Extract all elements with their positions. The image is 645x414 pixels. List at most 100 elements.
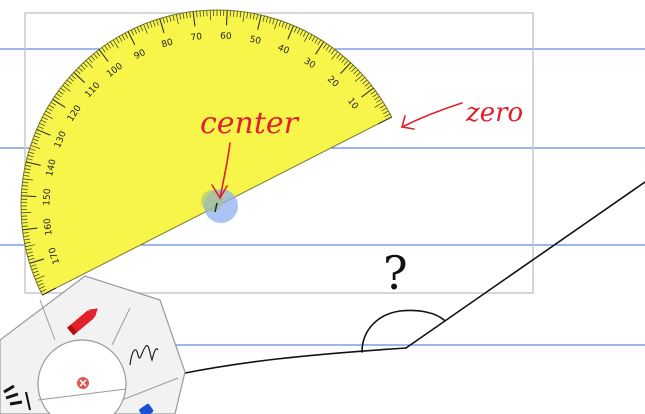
protractor-tick xyxy=(22,181,29,184)
protractor-tick xyxy=(60,87,66,92)
protractor-tick xyxy=(36,279,43,283)
protractor-tick xyxy=(189,11,191,18)
protractor[interactable]: 1020304050607080901001101201301401501601… xyxy=(20,9,393,296)
protractor-tick xyxy=(355,72,361,77)
protractor-tick xyxy=(118,36,123,42)
protractor-tick xyxy=(322,43,327,49)
protractor-tick-label: 170 xyxy=(48,246,63,266)
protractor-tick-label: 70 xyxy=(190,32,203,43)
protractor-tick-label: 40 xyxy=(276,43,291,57)
protractor-tick xyxy=(233,10,235,17)
protractor-tick xyxy=(374,101,384,108)
eraser-icon[interactable] xyxy=(3,384,31,411)
pen-radial-menu[interactable] xyxy=(0,275,186,414)
protractor-tick xyxy=(140,25,144,32)
protractor-tick xyxy=(351,67,356,72)
protractor-tick xyxy=(98,49,109,62)
center-marker[interactable] xyxy=(201,189,238,223)
protractor-body[interactable] xyxy=(20,9,393,296)
protractor-tick xyxy=(107,43,112,49)
protractor-tick-label: 90 xyxy=(133,48,148,62)
protractor-tick xyxy=(192,11,196,27)
squiggle-icon[interactable] xyxy=(129,344,159,366)
protractor-tick xyxy=(109,41,114,47)
close-icon[interactable] xyxy=(77,377,89,389)
protractor-ticks xyxy=(21,10,392,296)
protractor-tick xyxy=(278,20,282,27)
protractor-tick xyxy=(73,71,86,83)
protractor-tick xyxy=(360,77,366,82)
protractor-tick xyxy=(24,241,31,244)
protractor-tick xyxy=(328,47,333,53)
pen-menu-divider xyxy=(121,377,179,401)
center-tick xyxy=(214,202,218,213)
protractor-tick xyxy=(185,12,188,19)
protractor-tick xyxy=(23,238,30,241)
protractor-tick xyxy=(31,267,38,271)
protractor-tick-label: 150 xyxy=(42,188,53,206)
protractor-tick xyxy=(376,98,382,103)
protractor-tick xyxy=(159,18,165,34)
protractor-tick xyxy=(25,161,41,166)
protractor-tick xyxy=(37,282,44,287)
protractor-tick xyxy=(22,232,29,234)
pen-menu-hub xyxy=(37,339,127,414)
protractor-tick xyxy=(66,79,72,85)
protractor-tick xyxy=(31,141,38,145)
protractor-tick xyxy=(136,26,141,33)
protractor-tick xyxy=(62,85,71,92)
protractor-tick xyxy=(37,125,44,130)
protractor-tick xyxy=(331,51,338,60)
protractor-tick xyxy=(28,151,35,154)
protractor-tick xyxy=(353,69,359,75)
protractor-tick xyxy=(374,96,380,101)
protractor-tick xyxy=(370,90,376,95)
protractor-tick xyxy=(23,235,30,238)
center-dot-shade xyxy=(201,190,223,212)
protractor-tick xyxy=(272,18,275,25)
protractor-tick xyxy=(85,60,93,69)
protractor-tick xyxy=(47,107,53,112)
protractor-tick-label: 50 xyxy=(248,35,262,47)
protractor-tick xyxy=(299,29,304,36)
protractor-tick xyxy=(265,16,269,23)
protractor-tick xyxy=(48,104,55,109)
protractor-tick xyxy=(33,273,40,277)
protractor-tick xyxy=(58,90,64,95)
protractor-tick xyxy=(45,110,51,115)
protractor-tick xyxy=(71,74,77,80)
protractor-tick xyxy=(133,28,138,34)
protractor-tick xyxy=(165,16,169,23)
red-annotations xyxy=(211,102,463,200)
protractor-tick xyxy=(366,85,372,90)
protractor-tick xyxy=(381,107,387,112)
protractor-tick xyxy=(348,64,354,70)
protractor-tick-label: 60 xyxy=(220,31,232,42)
protractor-tick xyxy=(23,171,30,174)
protractor-tick-label: 80 xyxy=(161,37,175,50)
protractor-tick xyxy=(169,15,172,22)
pen-icon[interactable] xyxy=(66,305,101,336)
protractor-tick xyxy=(156,19,159,26)
selection-box[interactable] xyxy=(24,12,534,294)
protractor-tick xyxy=(30,145,41,149)
zero-arrow xyxy=(401,102,463,128)
protractor-tick xyxy=(54,96,60,101)
protractor-tick xyxy=(383,110,389,115)
question-mark: ? xyxy=(383,246,408,300)
ink-drawing xyxy=(179,181,645,375)
protractor-tick xyxy=(22,225,29,227)
protractor-tick xyxy=(39,285,45,290)
zero-arrowhead xyxy=(400,115,415,130)
protractor-tick xyxy=(26,251,33,254)
center-arrow xyxy=(219,142,231,199)
protractor-tick xyxy=(249,12,252,19)
protractor-tick xyxy=(29,258,45,264)
protractor-tick xyxy=(35,275,45,280)
protractor-tick xyxy=(308,34,313,40)
protractor-tick xyxy=(80,64,86,70)
protractor-tick xyxy=(341,57,346,63)
protractor-tick xyxy=(121,34,126,40)
protractor-tick xyxy=(33,135,40,139)
